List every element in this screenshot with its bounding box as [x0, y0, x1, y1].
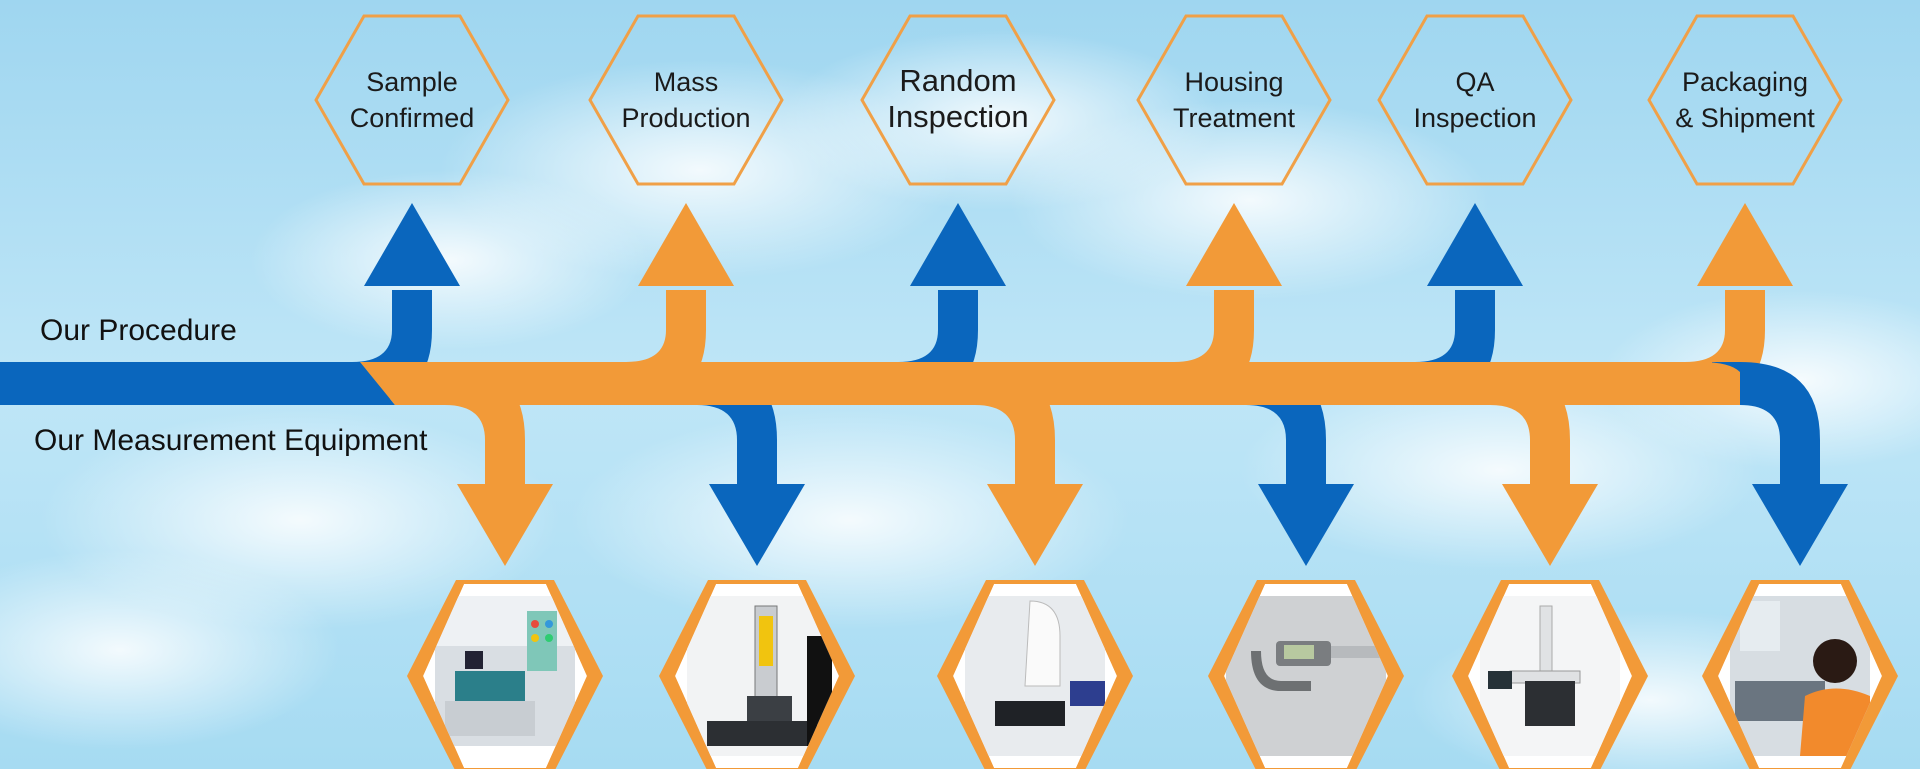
step-label-line: Confirmed — [350, 103, 475, 133]
procedure-label: Our Procedure — [40, 314, 237, 347]
cmm-machine-photo — [1452, 580, 1648, 769]
step-hexagon — [588, 14, 784, 186]
step-hexagon — [1136, 14, 1332, 186]
operator-inspection-photo — [1702, 580, 1898, 769]
band-blue-segment — [0, 362, 395, 405]
step-label-line: Inspection — [887, 99, 1028, 134]
video-measuring-machine-photo — [937, 580, 1133, 769]
digital-micrometer-photo — [1208, 580, 1404, 769]
coordinate-measuring-room-photo — [407, 580, 603, 769]
procedure-steps: SampleConfirmedMassProductionRandomInspe… — [314, 14, 1843, 186]
step-hexagon — [314, 14, 510, 186]
step-label-line: Treatment — [1173, 103, 1296, 133]
step-label-line: Sample — [366, 67, 458, 97]
step-label-line: Housing — [1184, 67, 1283, 97]
clouds — [0, 30, 1920, 769]
equipment-label: Our Measurement Equipment — [34, 424, 428, 457]
procedure-step-6: Packaging & Shipment — [1647, 14, 1843, 186]
procedure-step-5: QA Inspection — [1377, 14, 1573, 186]
step-label-line: Production — [621, 103, 750, 133]
step-label-line: Inspection — [1413, 103, 1536, 133]
step-hexagon — [1647, 14, 1843, 186]
step-hexagon — [860, 14, 1056, 186]
step-label-line: Packaging — [1682, 67, 1808, 97]
step-label-line: Mass — [654, 67, 719, 97]
equipment-photos — [407, 580, 1898, 769]
step-label-line: Random — [899, 63, 1016, 98]
step-label-line: QA — [1455, 67, 1494, 97]
main-timeline-band — [0, 362, 1740, 405]
height-gauge-photo — [659, 580, 855, 769]
step-hexagon — [1377, 14, 1573, 186]
band-orange-segment — [360, 362, 1740, 405]
step-label-line: & Shipment — [1675, 103, 1815, 133]
